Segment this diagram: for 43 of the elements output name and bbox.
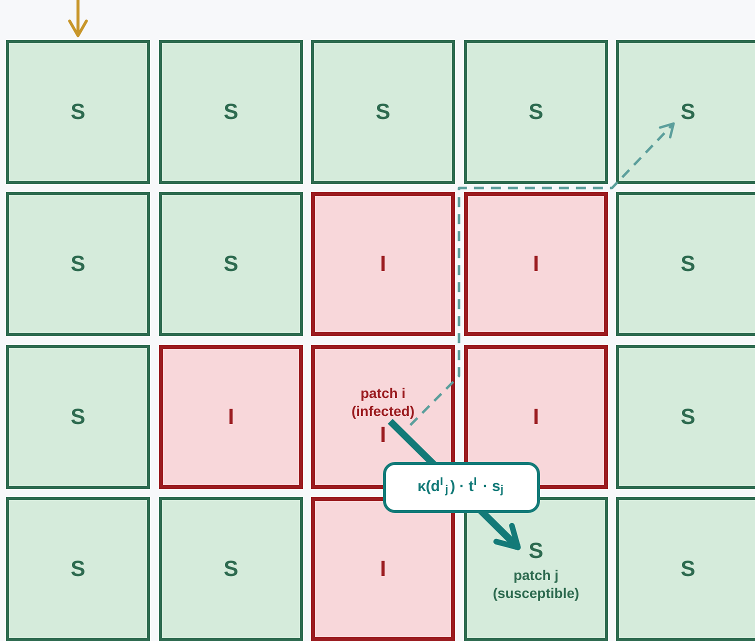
susceptible-patch-cell [159,497,303,641]
state-letter: I [380,558,386,580]
susceptible-patch-cell [6,40,150,184]
infected-patch-cell [464,192,608,336]
susceptible-patch-cell [616,497,755,641]
susceptible-patch-cell [6,497,150,641]
infected-patch-cell [311,497,455,641]
state-letter: S [528,101,544,123]
patch-caption: patch j (susceptible) [492,566,580,602]
susceptible-patch-cell [159,192,303,336]
susceptible-patch-cell [159,40,303,184]
state-letter: S [680,253,696,275]
state-letter: S [70,253,86,275]
state-letter: S [680,406,696,428]
infected-patch-cell [159,345,303,489]
state-letter: I [532,253,540,275]
susceptible-patch-cell [616,192,755,336]
susceptible-patch-cell [616,40,755,184]
dashed-arrow [409,122,675,426]
susceptible-patch-cell [6,345,150,489]
edge-label: κ(d$^{I}$$_{j}$) · t$^{I}$ · s$_{j}$ [383,462,540,513]
susceptible-patch-cell [311,40,455,184]
state-letter: S [376,101,390,123]
state-letter: S [224,558,238,580]
state-letter: S [70,406,86,428]
state-letter: S [680,558,696,580]
state-letter: S [680,101,696,123]
state-letter: I [380,253,386,275]
state-letter: I [380,424,386,446]
state-letter: S [70,101,86,123]
state-letter: S [224,101,238,123]
susceptible-patch-cell [464,40,608,184]
state-letter: I [228,406,234,428]
susceptible-patch-cell [616,345,755,489]
state-letter: S [70,558,86,580]
susceptible-patch-cell [464,497,608,641]
patch-caption: patch i (infected) [350,384,416,420]
susceptible-patch-cell [6,192,150,336]
arrow [68,0,88,38]
state-letter: S [224,253,238,275]
state-letter: I [532,406,540,428]
infected-patch-cell [311,192,455,336]
state-letter: S [528,540,544,562]
